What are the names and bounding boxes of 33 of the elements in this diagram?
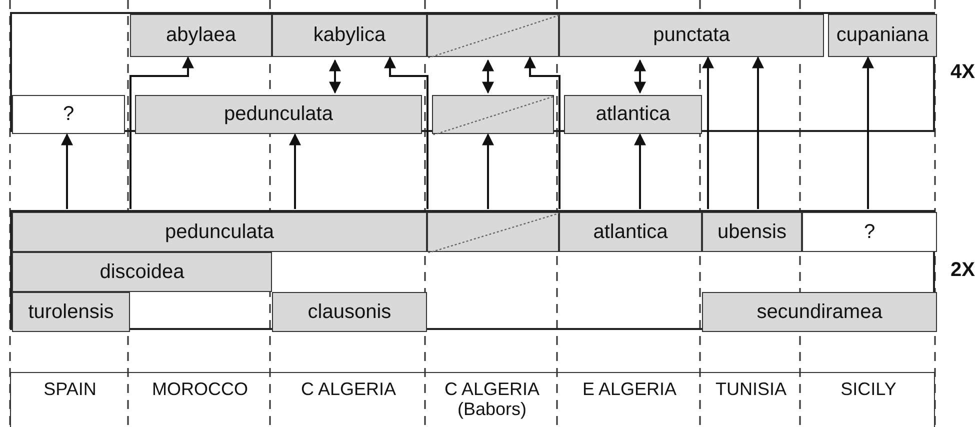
double-arrow <box>634 59 646 94</box>
taxon-box: cupaniana <box>828 14 937 57</box>
taxon-box: pedunculata <box>12 212 427 252</box>
arrow <box>482 133 494 209</box>
taxon-box: ubensis <box>702 212 802 252</box>
double-arrow <box>482 59 494 94</box>
taxon-box: abylaea <box>130 14 272 57</box>
arrow <box>130 56 194 209</box>
arrow <box>752 56 764 209</box>
arrow <box>862 56 874 209</box>
taxon-box: ? <box>12 95 125 134</box>
taxon-box: atlantica <box>559 212 702 252</box>
shaded-box <box>427 212 559 252</box>
arrow <box>61 133 73 209</box>
taxon-box: atlantica <box>564 95 702 134</box>
arrow <box>634 133 646 209</box>
taxon-box: clausonis <box>272 292 427 332</box>
shaded-box <box>427 14 559 57</box>
taxon-box: secundiramea <box>702 292 937 332</box>
ploidy-label: 2X <box>950 258 975 282</box>
taxon-box: punctata <box>559 14 824 57</box>
arrow <box>289 133 301 209</box>
shaded-box <box>432 95 554 134</box>
taxon-box: pedunculata <box>135 95 422 134</box>
taxon-box: discoidea <box>12 252 272 292</box>
arrow <box>524 56 560 209</box>
double-arrow <box>329 59 341 94</box>
arrow <box>702 56 714 209</box>
ploidy-label: 4X <box>950 60 975 84</box>
taxon-box: kabylica <box>272 14 427 57</box>
arrow <box>384 56 428 209</box>
taxon-box: ? <box>802 212 937 252</box>
taxon-box: turolensis <box>12 292 130 332</box>
